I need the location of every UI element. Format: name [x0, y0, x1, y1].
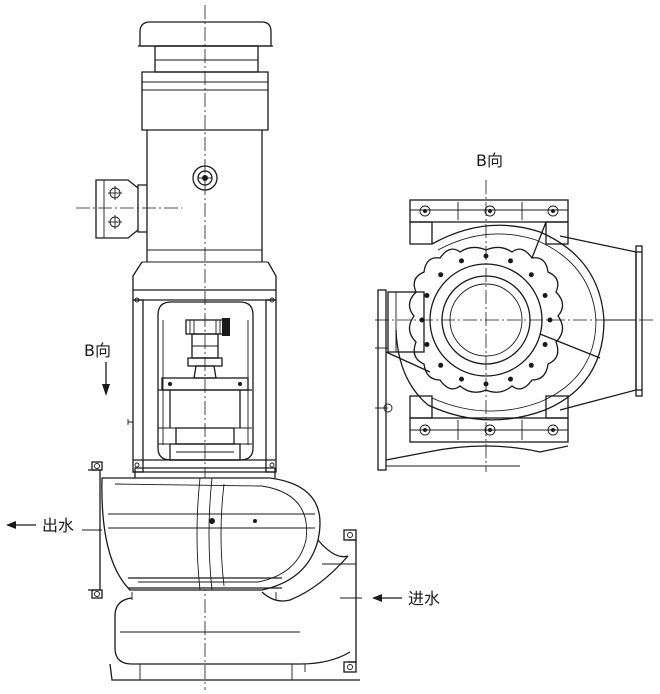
- cover-bolt-hole: [547, 317, 553, 323]
- cover-bolt-hole: [483, 253, 489, 259]
- casing-cover: [408, 221, 601, 393]
- cover-bolt-hole: [483, 381, 489, 387]
- view-b-label-side: B向: [84, 341, 111, 360]
- cover-bolt-hole: [424, 293, 430, 298]
- motor-cap: [138, 21, 273, 73]
- motor-boss: [192, 165, 218, 191]
- suction-side-plate: [375, 289, 569, 471]
- cover-bolt-hole: [542, 293, 548, 298]
- view-b-arrow: [102, 362, 110, 396]
- bottom-mounting-bracket: [409, 395, 569, 443]
- outlet-flange: [82, 461, 103, 599]
- outlet-label: 出水: [42, 516, 74, 535]
- cover-bolt-hole: [542, 342, 548, 347]
- cover-bolt-hole: [528, 272, 534, 278]
- cover-bolt-hole: [508, 376, 513, 382]
- suction-elbow: [109, 539, 360, 681]
- cover-bolt-hole: [459, 258, 464, 264]
- coupling-frame: [127, 261, 277, 473]
- volute-outline: [395, 224, 643, 421]
- outlet-arrow: [6, 521, 36, 529]
- cover-bolt-hole: [459, 376, 464, 382]
- shaft-coupling: [185, 318, 230, 379]
- inlet-flange: [322, 529, 362, 673]
- motor-body: [141, 71, 269, 263]
- volute-casing: [101, 467, 321, 591]
- cover-bolt-ring: [419, 253, 553, 387]
- pump-side-view: [375, 180, 655, 472]
- cover-bolt-hole: [438, 362, 444, 368]
- cover-bolt-hole: [438, 272, 444, 278]
- cover-bolt-hole: [424, 342, 430, 347]
- cover-bolt-hole: [528, 362, 534, 368]
- inlet-arrow: [372, 594, 402, 602]
- cover-bolt-hole: [508, 258, 513, 264]
- junction-box: [76, 179, 182, 239]
- inlet-label: 进水: [408, 589, 440, 608]
- view-b-label-top: B向: [476, 151, 503, 170]
- bearing-housing: [158, 377, 252, 461]
- pump-front-elevation: [76, 5, 362, 690]
- cover-bolt-hole: [419, 317, 425, 323]
- top-mounting-bracket: [409, 199, 569, 245]
